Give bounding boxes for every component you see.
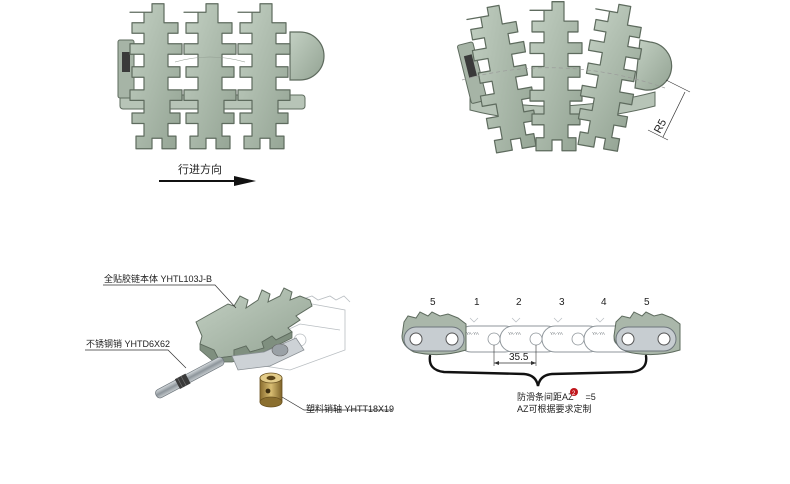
link-logo-1: YA-YA [466,331,479,336]
radius-arc [461,67,666,89]
note-line-1-prefix: 防滑条间距AZ [517,391,574,402]
chain-side-view: 5 1 2 3 4 5 YA-YA YA-YA YA-YA YA-YA [401,297,681,414]
note-line-1-suffix: =5 [586,392,596,402]
steel-pin [155,356,225,399]
label-steel-pin: 不锈钢销 YHTD6X62 [86,338,170,349]
leader-steel-pin [85,349,187,369]
leader-top-plate [103,284,237,309]
straight-chain-plate-2 [183,3,237,150]
link-logo-3: YA-YA [550,331,563,336]
position-label-4: 3 [559,297,565,308]
straight-chain-pin-end [122,52,130,72]
note-marker: 2 [572,391,576,397]
rubber-top-link-left [401,311,467,356]
curved-chain-plate-2 [529,1,583,152]
straight-chain-end-lug [289,31,325,81]
exploded-assembly: 全贴胶链本体 YHTL103J-B 不锈钢销 YHTD6X62 塑料销轴 YHT… [85,273,394,414]
position-label-6: 5 [644,297,650,308]
straight-chain-view: 行进方向 [117,3,325,186]
direction-label: 行进方向 [178,162,222,176]
note-marker-badge [570,388,578,396]
position-label-2: 1 [474,297,480,308]
link-logo-4: YA-YA [592,331,605,336]
plastic-shaft [259,372,283,408]
position-label-5: 4 [601,297,607,308]
leader-plastic-shaft [281,396,392,411]
label-plastic-shaft: 塑料销轴 YHTT18X19 [306,403,394,414]
label-top-plate: 全贴胶链本体 YHTL103J-B [104,273,212,284]
position-label-3: 2 [516,297,522,308]
rubber-top-link-right [613,311,681,356]
curved-chain-pin-end [463,54,477,78]
curved-chain-view: R5 [457,0,691,155]
pitch-label: 35.5 [509,352,529,363]
direction-arrow-head [234,176,256,186]
note-line-2: AZ可根据要求定制 [517,403,592,414]
spacing-brace [428,354,648,387]
position-label-1: 5 [430,297,436,308]
link-logo-2: YA-YA [508,331,521,336]
radius-dim-line [662,91,686,138]
curved-chain-end-lug [634,39,673,91]
radius-label: R5 [652,117,669,135]
straight-chain-plate-1 [129,3,183,150]
note-line-1: 防滑条间距AZ =5 [517,391,596,402]
straight-chain-plate-3 [237,3,291,150]
